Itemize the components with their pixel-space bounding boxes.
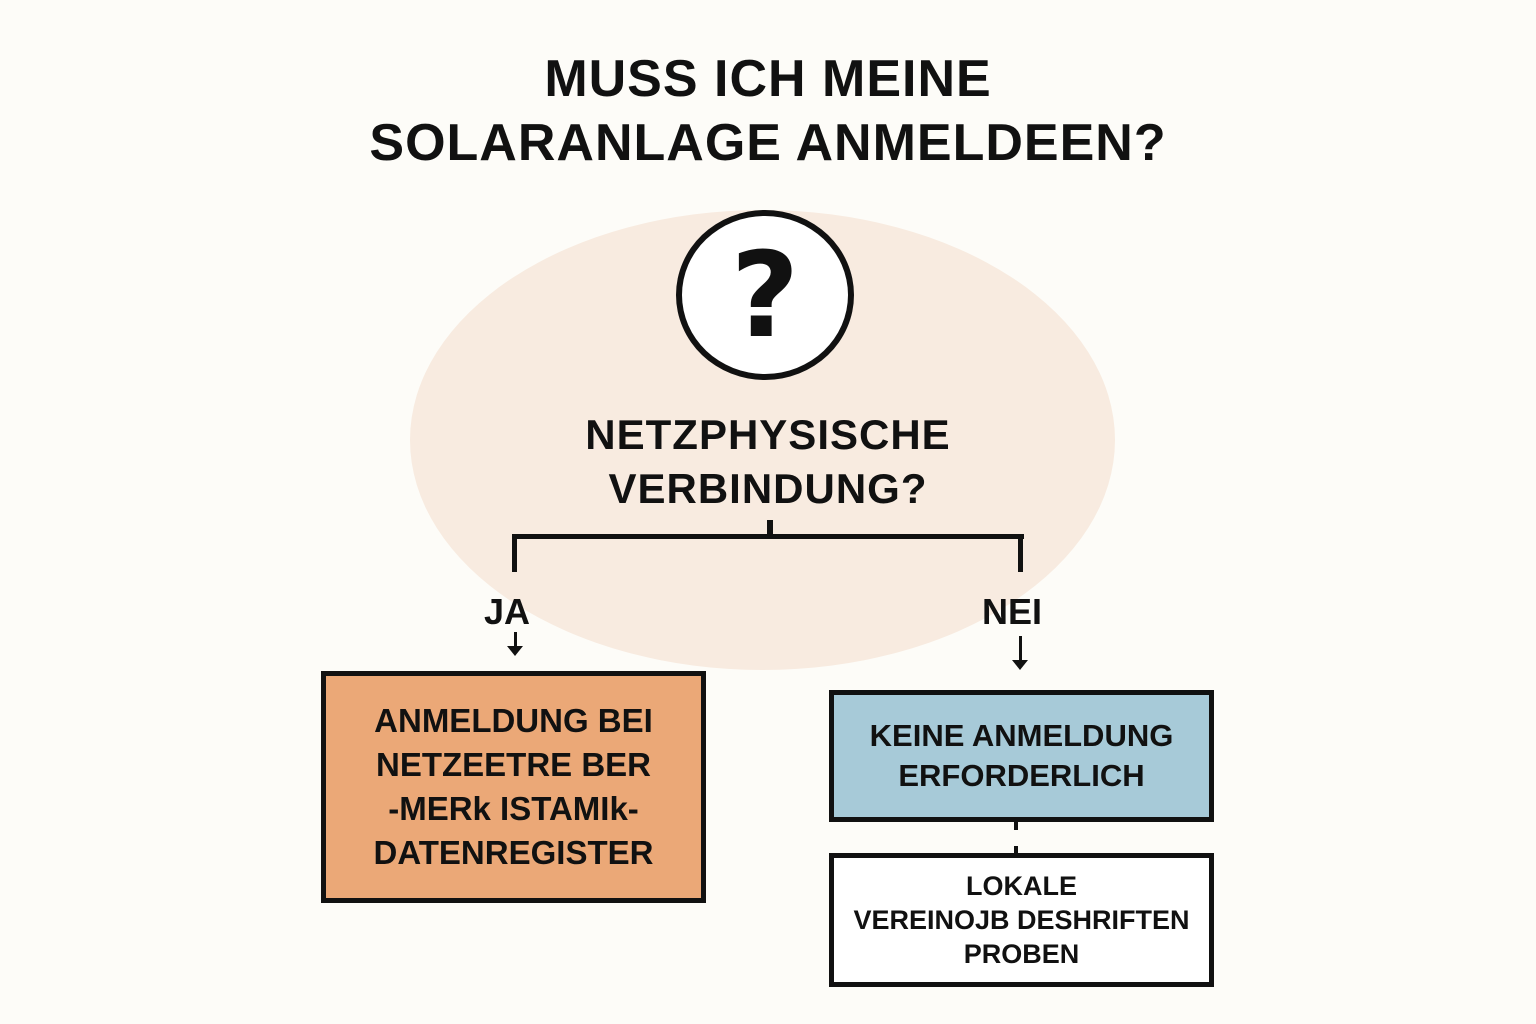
branch-label-yes: JA [484, 591, 531, 632]
no-registration-box: KEINE ANMELDUNG ERFORDERLICH [829, 690, 1214, 822]
connector-horizontal [512, 534, 1024, 539]
box-line: ANMELDUNG BEI [374, 702, 653, 739]
page-title-line-2: SOLARANLAGE ANMELDEEN? [369, 114, 1167, 172]
decision-question-line-2: VERBINDUNG? [608, 465, 928, 512]
local-regulations-box: LOKALE VEREINOJB DESHRIFTEN PROBEN [829, 853, 1214, 987]
box-line: -MERk ISTAMIk- [388, 790, 639, 827]
registration-required-box: ANMELDUNG BEI NETZEETRE BER -MERk ISTAMI… [321, 671, 706, 903]
question-mark-icon: ? [676, 210, 854, 380]
connector-right-drop [1018, 534, 1023, 572]
question-mark-glyph: ? [730, 226, 800, 364]
branch-label-no: NEI [982, 591, 1043, 632]
connector-stem [767, 520, 773, 538]
box-line: PROBEN [963, 939, 1080, 969]
box-line: NETZEETRE BER [375, 746, 652, 783]
box-line: ERFORDERLICH [898, 758, 1145, 793]
connector-dash-2 [1014, 846, 1018, 854]
connector-dash-1 [1014, 822, 1018, 830]
page-title-line-1: MUSS ICH MEINE [544, 50, 992, 108]
box-line: DATENREGISTER [373, 834, 654, 871]
box-line: KEINE ANMELDUNG [869, 718, 1174, 753]
box-line: LOKALE [966, 871, 1077, 901]
decision-question-line-1: NETZPHYSISCHE [585, 411, 951, 458]
connector-left-drop [512, 534, 517, 572]
arrow-down-icon-no [1012, 636, 1028, 670]
arrow-down-icon-yes [507, 632, 523, 656]
box-line: VEREINOJB DESHRIFTEN [853, 905, 1190, 935]
